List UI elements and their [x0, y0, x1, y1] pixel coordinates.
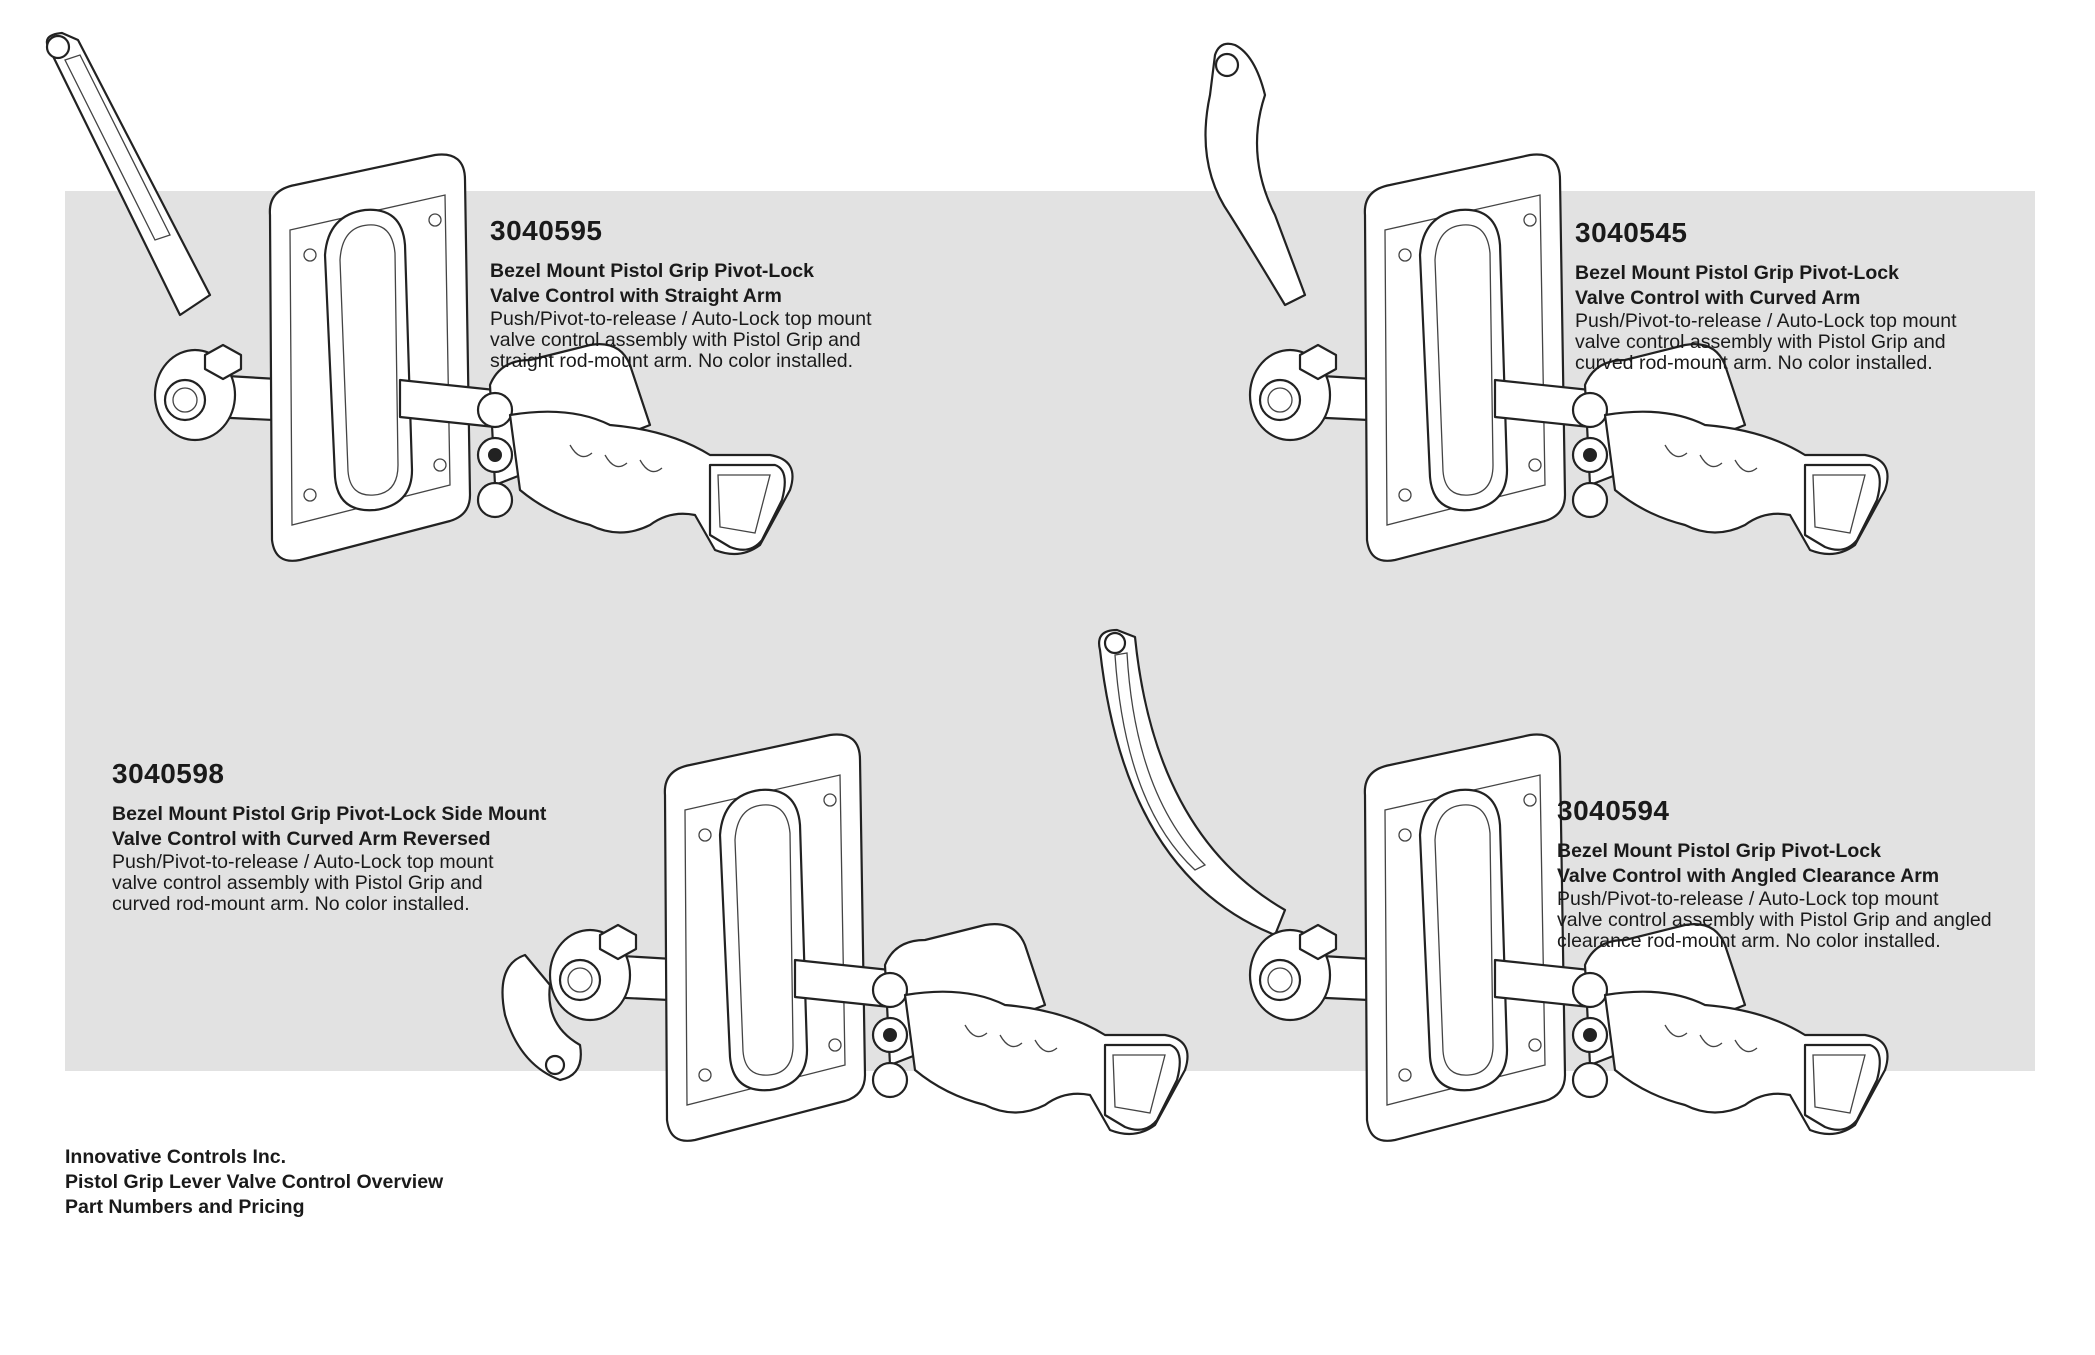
illustration-3040598: [501, 733, 1189, 1142]
part-number: 3040598: [112, 758, 225, 789]
product-title-line1: Bezel Mount Pistol Grip Pivot-Lock: [1575, 262, 1899, 284]
product-3040598: 3040598 Bezel Mount Pistol Grip Pivot-Lo…: [112, 758, 546, 915]
product-3040594: 3040594 Bezel Mount Pistol Grip Pivot-Lo…: [1557, 795, 1992, 952]
product-desc-line2: valve control assembly with Pistol Grip …: [112, 872, 483, 894]
product-desc-line2: valve control assembly with Pistol Grip …: [490, 329, 861, 351]
part-number: 3040594: [1557, 795, 1670, 826]
product-desc-line1: Push/Pivot-to-release / Auto-Lock top mo…: [1557, 888, 1939, 910]
part-number: 3040595: [490, 215, 603, 246]
product-title-line2: Valve Control with Straight Arm: [490, 285, 782, 307]
product-desc-line3: clearance rod-mount arm. No color instal…: [1557, 930, 1941, 952]
product-desc-line2: valve control assembly with Pistol Grip …: [1557, 909, 1992, 931]
product-desc-line3: curved rod-mount arm. No color installed…: [1575, 352, 1933, 374]
product-title-line2: Valve Control with Curved Arm: [1575, 287, 1861, 309]
product-title-line2: Valve Control with Angled Clearance Arm: [1557, 865, 1940, 887]
document-footer: Innovative Controls Inc. Pistol Grip Lev…: [65, 1145, 443, 1220]
product-title-line2: Valve Control with Curved Arm Reversed: [112, 828, 491, 850]
product-desc-line3: curved rod-mount arm. No color installed…: [112, 893, 470, 915]
product-3040595: 3040595 Bezel Mount Pistol Grip Pivot-Lo…: [490, 215, 872, 372]
illustration-3040594: [1098, 628, 1889, 1142]
product-desc-line1: Push/Pivot-to-release / Auto-Lock top mo…: [112, 851, 494, 873]
product-desc-line1: Push/Pivot-to-release / Auto-Lock top mo…: [1575, 310, 1957, 332]
part-number: 3040545: [1575, 217, 1688, 248]
document-subtitle: Part Numbers and Pricing: [65, 1196, 305, 1218]
document-title: Pistol Grip Lever Valve Control Overview: [65, 1171, 444, 1193]
product-title-line1: Bezel Mount Pistol Grip Pivot-Lock: [1557, 840, 1881, 862]
illustration-3040595: [45, 31, 794, 562]
product-title-line1: Bezel Mount Pistol Grip Pivot-Lock: [490, 260, 814, 282]
product-desc-line3: straight rod-mount arm. No color install…: [490, 350, 854, 372]
product-title-line1: Bezel Mount Pistol Grip Pivot-Lock Side …: [112, 803, 547, 825]
company-name: Innovative Controls Inc.: [65, 1146, 287, 1168]
illustration-3040545: [1204, 42, 1889, 562]
product-desc-line2: valve control assembly with Pistol Grip …: [1575, 331, 1946, 353]
product-3040545: 3040545 Bezel Mount Pistol Grip Pivot-Lo…: [1575, 217, 1957, 374]
product-desc-line1: Push/Pivot-to-release / Auto-Lock top mo…: [490, 308, 872, 330]
